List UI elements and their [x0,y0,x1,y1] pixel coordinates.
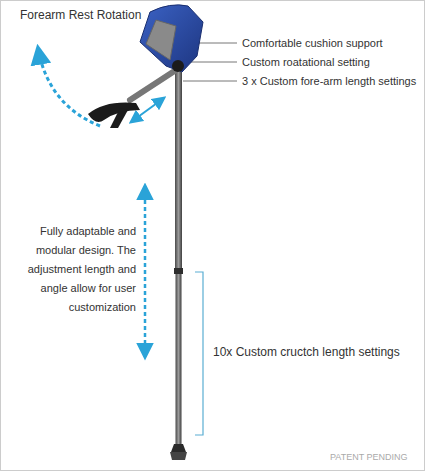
title-label: Forearm Rest Rotation [20,8,141,23]
description-note: Fully adaptable and modular design. The … [14,222,136,317]
handle-arm [130,70,176,100]
forearm-cuff [140,5,203,72]
crutch-pole [176,274,182,444]
leader-line [197,43,237,44]
crutch-handle [110,108,128,128]
callout-label: Comfortable cushion support [242,36,383,50]
leader-line [187,62,237,63]
bracket [195,272,203,435]
cushion [146,20,176,60]
pole-collar [174,268,183,274]
callout-label: Custom roatational setting [242,55,370,69]
leader-line [183,81,237,82]
callout-label: 10x Custom cructch length settings [213,345,400,360]
crutch-pole [175,72,182,272]
adjust-arrow [144,186,147,357]
crutch-foot [170,452,187,460]
crutch-handle [88,102,140,122]
callout-label: 3 x Custom fore-arm length settings [242,74,416,88]
watermark: PATENT PENDING [330,451,408,463]
crutch-foot [171,444,186,452]
rotation-joint [172,60,184,72]
